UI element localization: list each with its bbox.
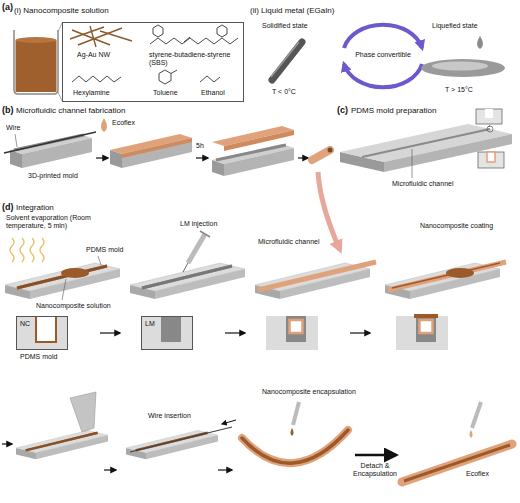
part-label: Phase convertible <box>355 51 411 59</box>
part-label: T < 0°C <box>272 88 296 96</box>
node-text: Ethanol <box>201 89 225 97</box>
panel-label: (d) <box>2 202 14 213</box>
node-text: Ag-Au NW <box>77 51 110 59</box>
panel-label: (b) <box>2 105 14 116</box>
part-label: T > 15°C <box>445 86 473 94</box>
part-label: Nanocomposite encapsulation <box>262 388 356 396</box>
node-text: LM <box>145 320 155 328</box>
part-label: 3D-printed mold <box>28 172 78 180</box>
cross-section-inset: NC <box>16 316 68 350</box>
part-label: Nanocomposite coating <box>420 222 493 230</box>
part-label: PDMS mold <box>20 353 57 361</box>
part-label: Solvent evaporation (Room temperature, 5… <box>6 214 104 231</box>
panel-title: (i) Nanocomposite solution <box>14 6 109 16</box>
cross-section-inset: LM <box>141 316 193 350</box>
part-label: Liquefied state <box>432 22 478 30</box>
part-label: LM injection <box>180 220 217 228</box>
panel-title: Integration <box>16 203 54 213</box>
panel-label: (c) <box>337 105 348 116</box>
chemical-box: Ag-Au NW styrene-butadiene-styrene (SBS) H… <box>62 22 244 102</box>
part-label: Ecoflex <box>112 119 135 127</box>
part-label: Nanocomposite solution <box>36 302 111 310</box>
node-text: styrene-butadiene-styrene (SBS) <box>149 51 241 68</box>
part-label: Solidified state <box>262 22 308 30</box>
part-label: Ecoflex <box>466 470 489 478</box>
part-label: PDMS mold <box>86 246 123 254</box>
panel-title: Microfluidic channel fabrication <box>16 106 125 116</box>
part-label: 5h <box>196 142 204 150</box>
panel-title: PDMS mold preparation <box>351 106 436 116</box>
node-text: Toluene <box>153 89 178 97</box>
part-label: Detach & Encapsulation <box>343 462 407 479</box>
part-label: Wire insertion <box>148 412 191 420</box>
part-label: Microfluidic channel <box>392 180 453 188</box>
panel-label: (a) <box>2 2 13 13</box>
node-text: NC <box>20 320 30 328</box>
part-label: Wire <box>6 124 20 132</box>
panel-title: (ii) Liquid metal (EGaIn) <box>250 6 334 16</box>
part-label: Microfluidic channel <box>258 238 319 246</box>
node-text: Hexylamine <box>73 89 110 97</box>
